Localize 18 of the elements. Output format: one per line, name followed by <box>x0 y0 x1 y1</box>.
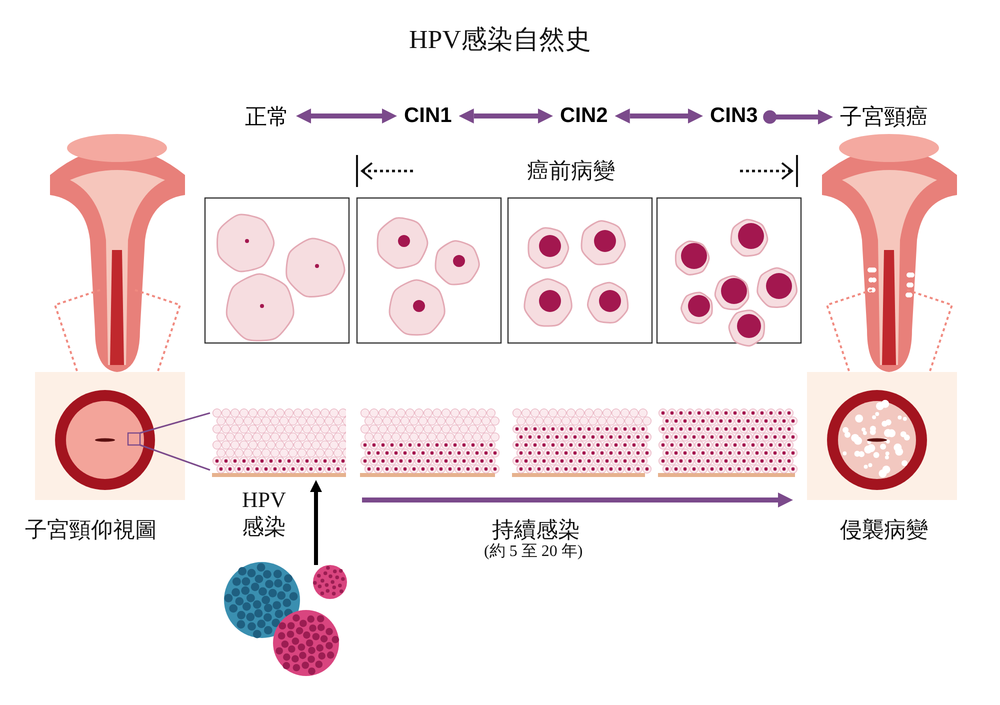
note: (約 5 至 20 年) <box>484 542 583 562</box>
tissue-drawing <box>212 408 346 478</box>
stage-label: CIN1 <box>404 104 452 128</box>
arrow <box>296 108 397 124</box>
caption: 持續感染 <box>492 517 580 543</box>
caption: 子宮頸仰視圖 <box>25 517 157 545</box>
stage-label: 正常 <box>245 102 289 132</box>
arrow <box>763 110 833 124</box>
heading: 癌前病變 <box>527 158 615 186</box>
stage-label: CIN3 <box>710 104 758 128</box>
arrow <box>310 480 322 565</box>
stage-label: 子宮頸癌 <box>840 102 928 132</box>
edge-label: HPV感染 <box>240 486 287 540</box>
arrow <box>458 108 553 124</box>
title: HPV感染自然史 <box>408 24 592 56</box>
arrow <box>614 108 703 124</box>
stage-label: CIN2 <box>560 104 608 128</box>
caption: 侵襲病變 <box>840 517 928 545</box>
